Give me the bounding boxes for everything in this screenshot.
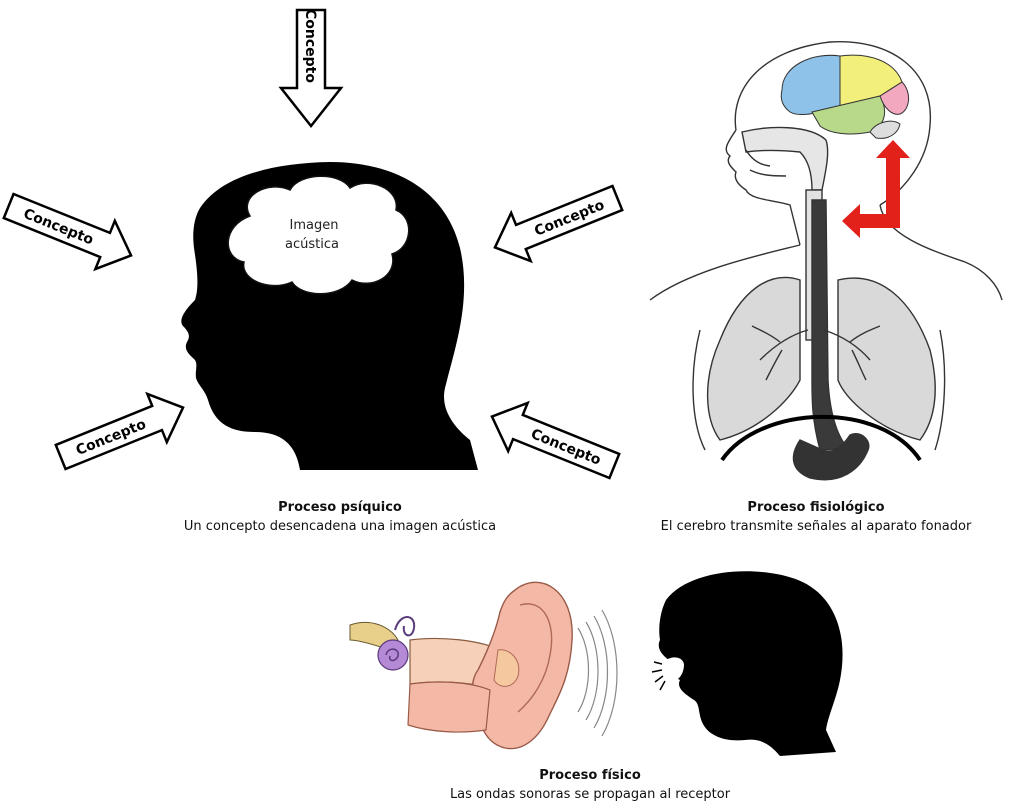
caption-physiological: Proceso fisiológico El cerebro transmite… (626, 498, 1006, 536)
red-signal-arrows (842, 140, 910, 238)
cloud-label-line1: Imagen (290, 218, 339, 233)
thought-cloud: Imagen acústica (228, 176, 409, 294)
concept-arrow-upper-left: Concepto (0, 182, 141, 280)
cloud-label-line2: acústica (285, 237, 339, 252)
caption-physical: Proceso físico Las ondas sonoras se prop… (400, 766, 780, 804)
caption-psychic-title: Proceso psíquico (140, 498, 540, 517)
sound-waves (578, 610, 617, 736)
svg-text:Concepto: Concepto (302, 9, 318, 83)
concept-arrow-top: Concepto (281, 9, 341, 126)
caption-physical-title: Proceso físico (400, 766, 780, 785)
speaker-silhouette (652, 571, 843, 756)
caption-physical-subtitle: Las ondas sonoras se propagan al recepto… (400, 785, 780, 804)
concept-arrow-lower-left: Concepto (51, 383, 193, 481)
caption-psychic-subtitle: Un concepto desencadena una imagen acúst… (140, 517, 540, 536)
caption-physiological-subtitle: El cerebro transmite señales al aparato … (626, 517, 1006, 536)
concept-arrow-lower-right: Concepto (482, 392, 624, 490)
concept-arrow-upper-right: Concepto (485, 174, 627, 272)
caption-psychic: Proceso psíquico Un concepto desencadena… (140, 498, 540, 536)
caption-physiological-title: Proceso fisiológico (626, 498, 1006, 517)
ear-anatomy (350, 582, 572, 748)
brain (781, 55, 908, 138)
